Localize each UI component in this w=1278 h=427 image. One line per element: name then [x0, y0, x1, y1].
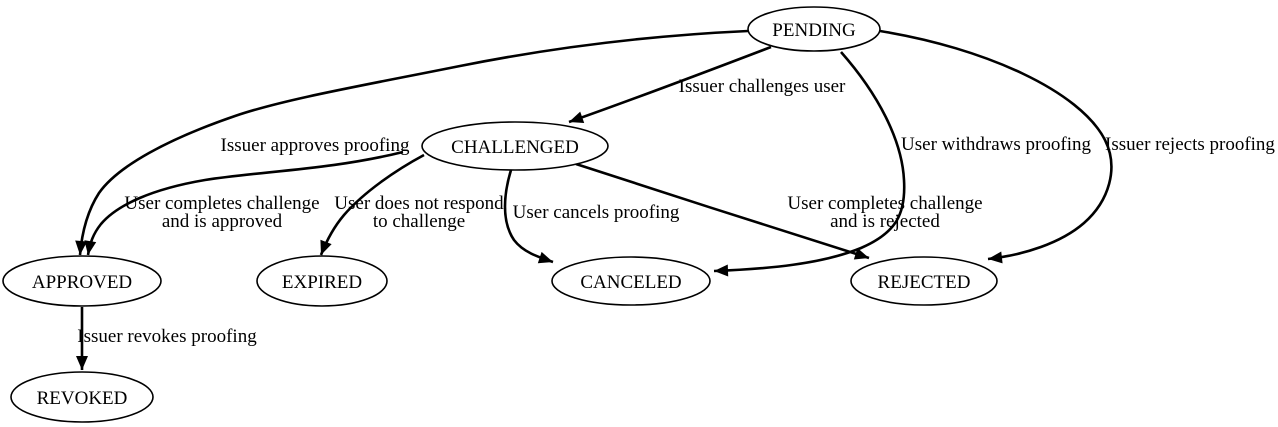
node-rejected-ellipse — [850, 256, 998, 306]
node-canceled: CANCELED — [551, 256, 711, 306]
node-expired: EXPIRED — [256, 255, 388, 307]
node-pending-ellipse — [747, 6, 881, 52]
node-pending-label: PENDING — [772, 20, 856, 41]
edge-label-issuer-rejects-proofing: Issuer rejects proofing — [1105, 134, 1275, 155]
node-revoked: REVOKED — [10, 371, 154, 423]
node-challenged: CHALLENGED — [421, 121, 609, 171]
edge-label-issuer-revokes-proofing: Issuer revokes proofing — [77, 326, 257, 347]
edge-pending-challenged — [568, 45, 772, 124]
node-expired-ellipse — [256, 255, 388, 307]
node-canceled-label: CANCELED — [580, 272, 681, 293]
edge-label-completes-rejected-line1: User completes challenge — [787, 193, 982, 214]
edge-challenged-approved — [84, 150, 404, 256]
edge-label-user-withdraws-proofing: User withdraws proofing — [901, 134, 1091, 155]
edges — [75, 29, 1113, 370]
edge-label-completes-rejected-line2: and is rejected — [830, 211, 940, 232]
node-canceled-ellipse — [551, 256, 711, 306]
edge-pending-approved — [75, 29, 749, 256]
node-expired-label: EXPIRED — [282, 272, 362, 293]
node-approved: APPROVED — [2, 255, 162, 307]
nodes: PENDING CHALLENGED APPROVED EXPIRED CANC… — [2, 6, 998, 423]
node-revoked-label: REVOKED — [37, 388, 128, 409]
node-rejected: REJECTED — [850, 256, 998, 306]
node-pending: PENDING — [747, 6, 881, 52]
node-revoked-ellipse — [10, 371, 154, 423]
node-challenged-label: CHALLENGED — [451, 137, 579, 158]
edge-challenged-canceled — [503, 169, 554, 264]
edge-label-issuer-challenges-user: Issuer challenges user — [679, 76, 846, 97]
edge-label-completes-approved-line1: User completes challenge — [124, 193, 319, 214]
edge-pending-canceled — [713, 51, 906, 277]
node-rejected-label: REJECTED — [878, 272, 971, 293]
edge-label-no-respond-line2: to challenge — [373, 211, 465, 232]
node-challenged-ellipse — [421, 121, 609, 171]
node-approved-ellipse — [2, 255, 162, 307]
edge-label-issuer-approves-proofing: Issuer approves proofing — [221, 135, 410, 156]
edge-challenged-expired — [319, 153, 425, 256]
edge-labels: Issuer challenges user Issuer approves p… — [77, 76, 1275, 347]
edge-label-no-respond-line1: User does not respond — [334, 193, 504, 214]
edge-label-user-cancels-proofing: User cancels proofing — [513, 202, 680, 223]
edge-challenged-rejected — [575, 162, 870, 260]
node-approved-label: APPROVED — [32, 272, 132, 293]
edge-label-completes-approved-line2: and is approved — [162, 211, 283, 232]
edge-pending-rejected — [879, 29, 1113, 264]
